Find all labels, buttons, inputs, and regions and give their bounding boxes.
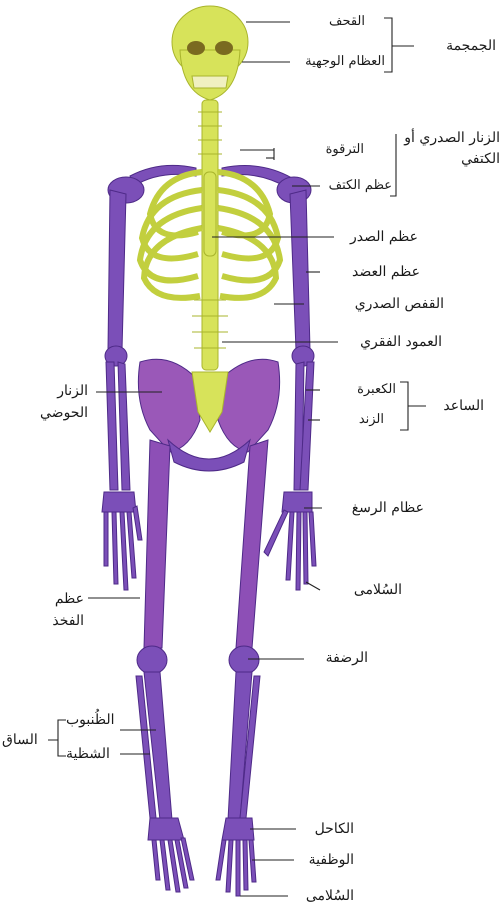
patella-left-bone — [137, 646, 167, 674]
humerus-right-bone — [290, 190, 310, 350]
label-phalanges-foot: السُلامى — [306, 888, 354, 904]
label-spine: العمود الفقري — [360, 334, 442, 350]
label-clavicle: الترقوة — [326, 142, 364, 158]
label-skull: الجمجمة — [446, 38, 496, 54]
label-scapula: عظم الكتف — [329, 178, 392, 194]
label-rib-cage: القفص الصدري — [355, 296, 444, 312]
label-humerus: عظم العضد — [352, 264, 420, 280]
label-tibia: الظُنبوب — [66, 712, 115, 728]
label-cranium: القحف — [329, 14, 365, 30]
label-shoulder-girdle: الزنار الصدري أو الكتفي — [404, 128, 500, 170]
humerus-left-bone — [108, 190, 126, 350]
facial-bones — [180, 50, 240, 100]
label-facial-bones: العظام الوجهية — [305, 54, 385, 70]
label-fibula: الشظية — [66, 746, 110, 762]
pelvis-bone — [138, 359, 200, 452]
label-forearm: الساعد — [443, 398, 484, 414]
patella-right-bone — [229, 646, 259, 674]
sternum-bone — [204, 172, 216, 256]
label-metatarsals: الوظفية — [309, 852, 354, 868]
label-ulna: الزند — [359, 412, 384, 428]
label-tarsals: الكاحل — [315, 821, 354, 837]
label-pelvic-girdle: الزنار الحوضي — [20, 380, 88, 424]
label-leg: الساق — [2, 732, 38, 748]
femur-right-bone — [236, 440, 268, 648]
label-carpals: عظام الرسغ — [352, 500, 424, 516]
label-patella: الرضفة — [326, 650, 368, 666]
label-femur: عظم الفخذ — [30, 588, 84, 632]
label-radius: الكعبرة — [357, 382, 396, 398]
label-phalanges-hand: السُلامى — [354, 582, 402, 598]
femur-left-bone — [144, 440, 170, 648]
label-sternum: عظم الصدر — [350, 229, 418, 245]
